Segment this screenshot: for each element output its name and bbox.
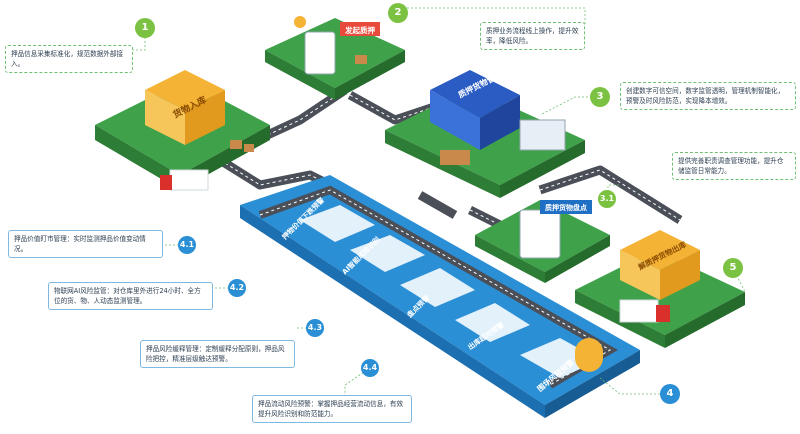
callout-step-4-1: 押品价值盯市管理：实时监测押品价值变动情况。	[8, 230, 163, 258]
island-release-out	[575, 230, 745, 348]
callout-step-3-1: 提供完善职责调查管理功能，提升仓储监管日常能力。	[672, 152, 796, 180]
island-warehouse-mgmt	[385, 70, 585, 198]
callout-step-2: 质押业务流程线上操作，提升效率，降低风险。	[480, 22, 585, 50]
step-4-4-badge: 4.4	[361, 359, 379, 377]
step-2-badge: 2	[388, 3, 408, 23]
step-3-1-badge: 3.1	[598, 190, 616, 208]
step-4-badge: 4	[660, 384, 680, 404]
step-1-badge: 1	[135, 18, 155, 38]
step-4-2-badge: 4.2	[228, 279, 246, 297]
step-4-1-badge: 4.1	[178, 236, 196, 254]
island-warehouse-in	[95, 70, 270, 191]
step-4-3-badge: 4.3	[306, 319, 324, 337]
callout-step-4-4: 押品流动风险预警：掌握押品经营流动信息，有效提升风险识别和防范能力。	[252, 395, 412, 423]
callout-step-4-3: 押品风险缓释管理：定制缓释分配原则，押品风险把控，精准层级触达预警。	[140, 340, 295, 368]
label-pledge-start: 发起质押	[344, 25, 375, 35]
island-pledge-check	[475, 200, 610, 283]
callout-step-1: 押品信息采集标准化，规范数据外部接入。	[5, 45, 133, 73]
island-pledge-start	[265, 16, 405, 100]
callout-step-4-2: 物联网AI风险监管：对仓库里外进行24小时、全方位的货、物、人动态监测管理。	[48, 282, 213, 310]
monitoring-platform	[240, 175, 640, 418]
callout-step-3: 创建数字可信空间，数字监管透明，管理机制智能化，预警及时风险防范，实现降本增效。	[620, 82, 796, 110]
step-5-badge: 5	[723, 258, 743, 278]
step-3-badge: 3	[590, 87, 610, 107]
label-pledge-check: 质押货物盘点	[545, 203, 587, 212]
